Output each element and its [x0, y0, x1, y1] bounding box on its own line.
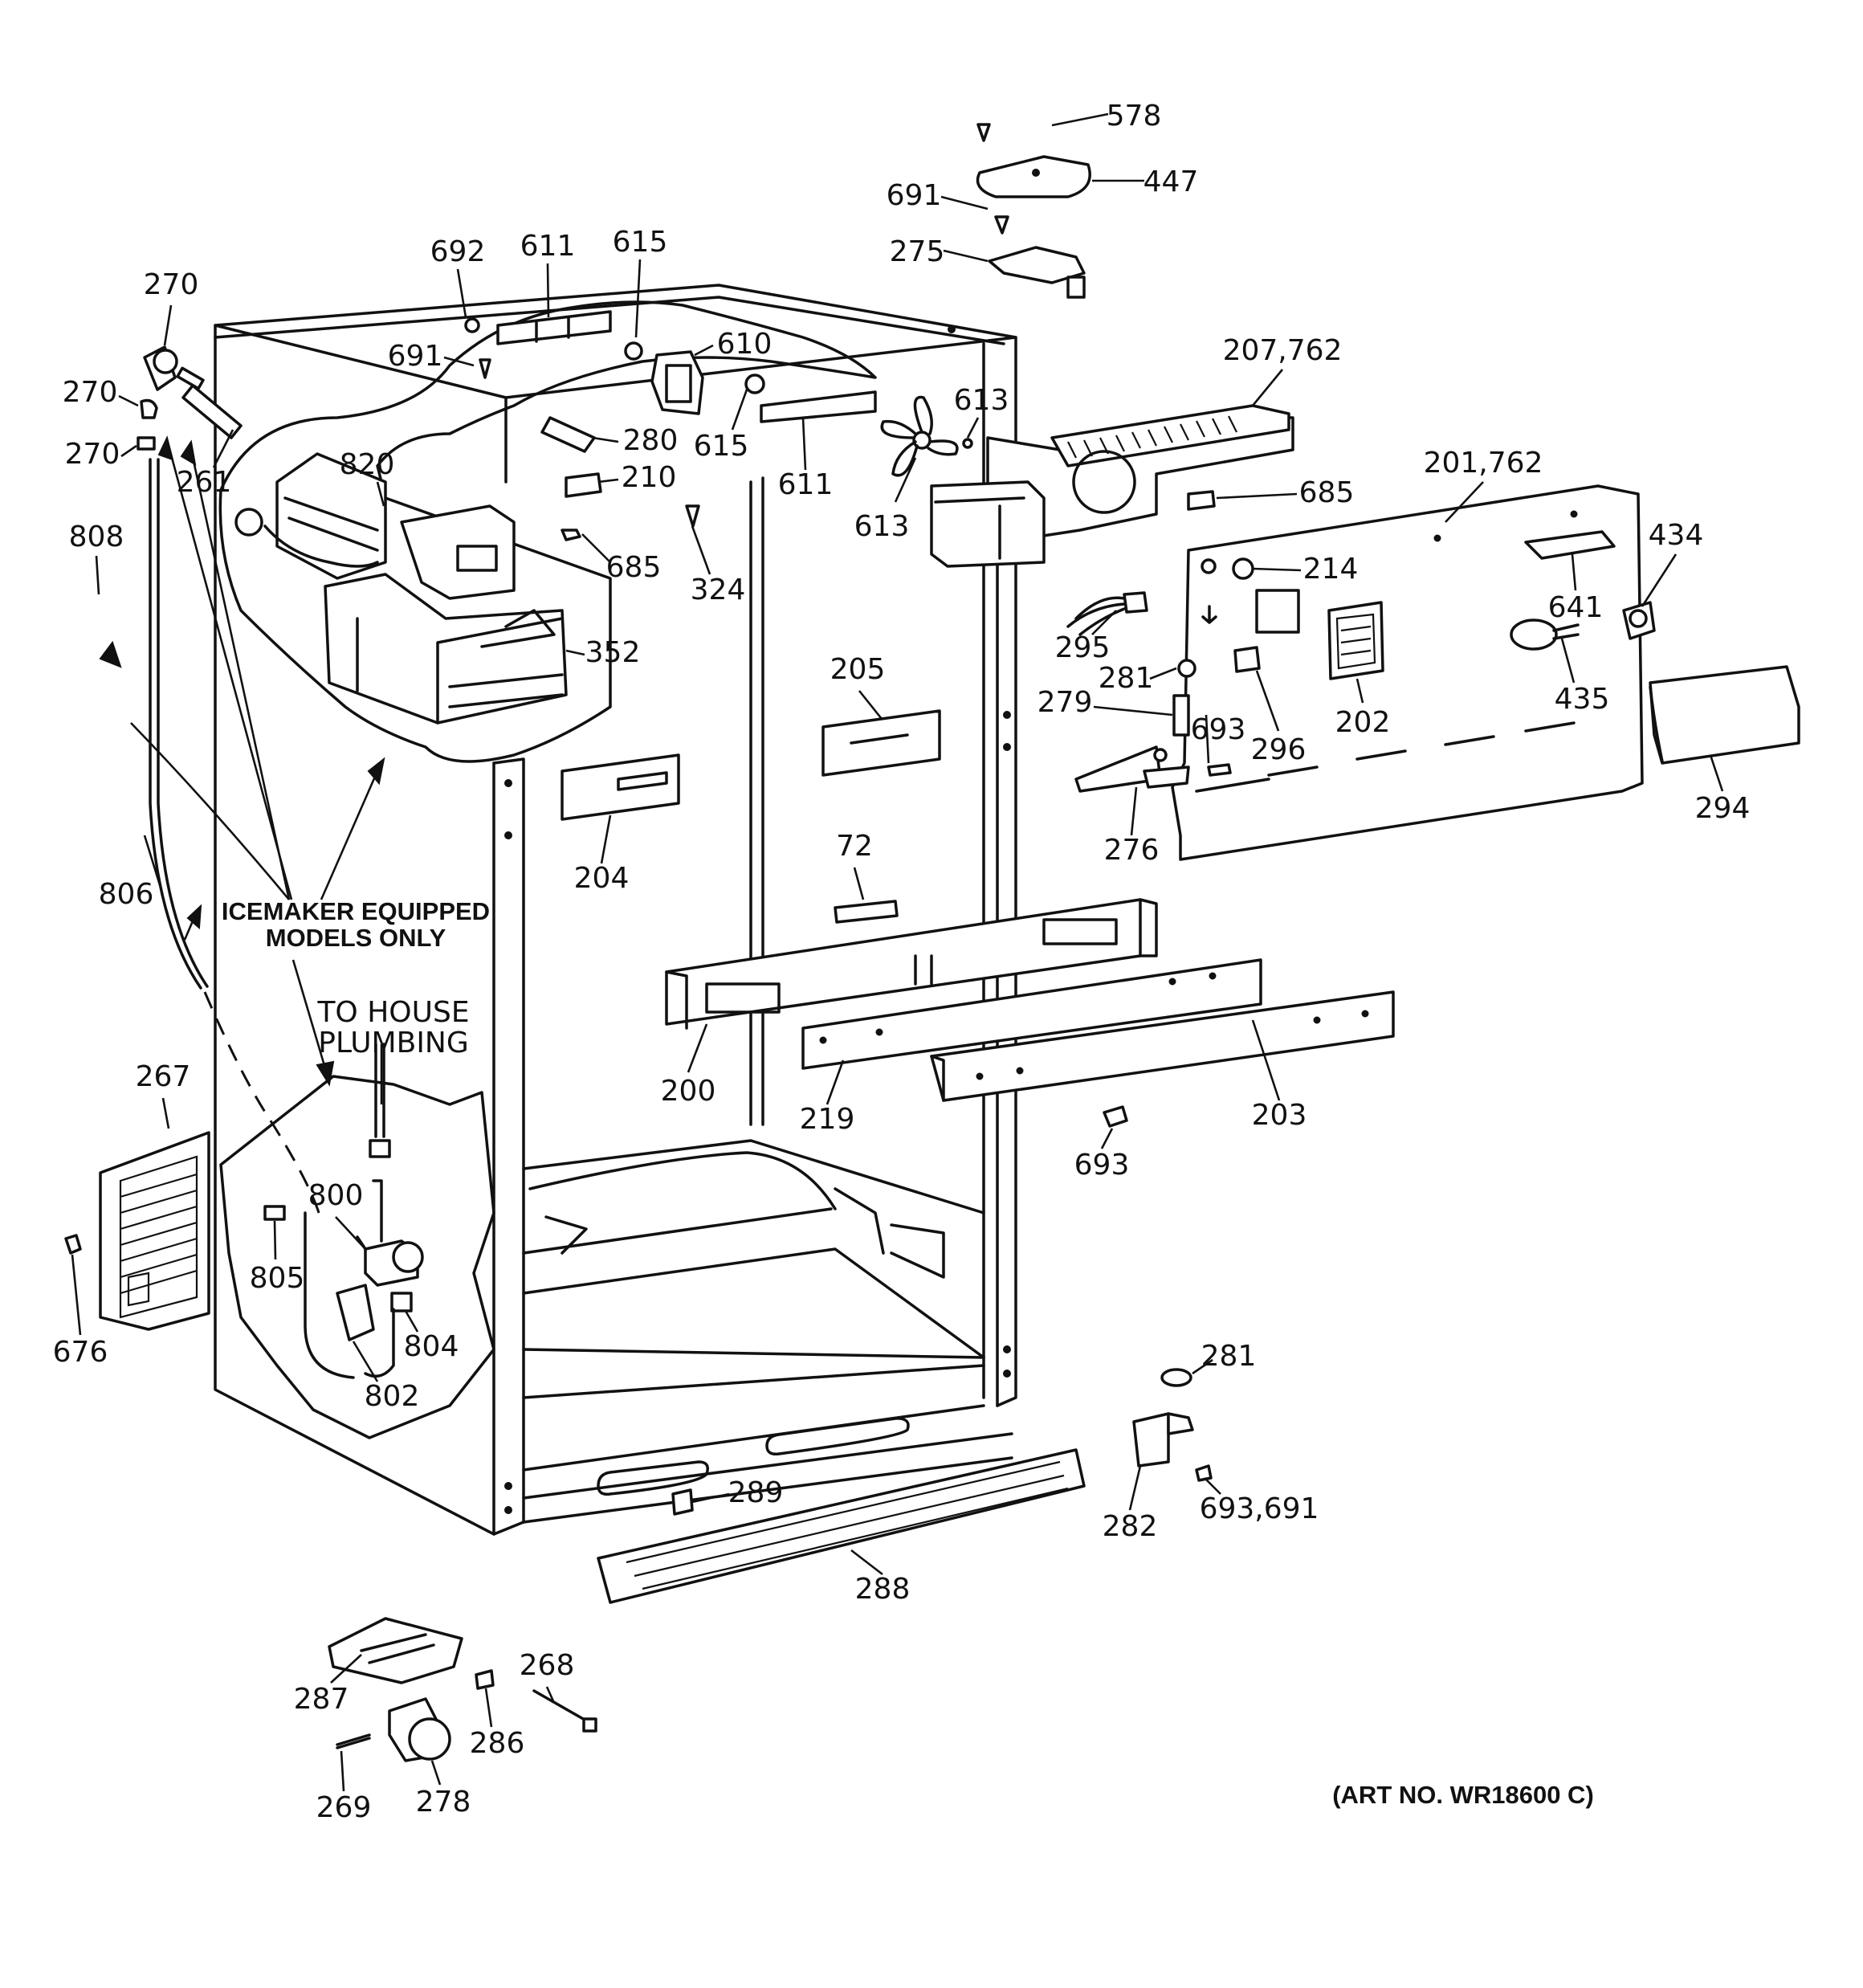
- part-callout-c286: 286: [470, 1727, 525, 1760]
- part-callout-c289: 289: [728, 1476, 784, 1509]
- wiring-295: [1066, 591, 1232, 793]
- fan-housing-207: [930, 404, 1294, 568]
- part-callout-c800: 800: [308, 1179, 364, 1212]
- part-callout-c219: 219: [800, 1103, 855, 1136]
- part-callout-c685b: 685: [606, 551, 662, 584]
- part-callout-c270b: 270: [63, 376, 118, 409]
- part-callout-c275: 275: [890, 235, 945, 268]
- control-panel-201: [1171, 484, 1644, 861]
- part-callout-c287: 287: [294, 1683, 349, 1716]
- part-callout-c692: 692: [430, 235, 486, 268]
- part-callout-c820: 820: [340, 448, 395, 481]
- icemaker-assembly: [234, 452, 568, 725]
- part-callout-c685a: 685: [1299, 476, 1355, 509]
- light-assembly: [1510, 530, 1800, 765]
- part-callout-c278: 278: [416, 1786, 471, 1819]
- top-brackets: [464, 310, 973, 541]
- part-callout-c691b: 691: [388, 340, 443, 373]
- part-callout-c281a: 281: [1099, 662, 1154, 695]
- water-tube-806: [149, 458, 202, 990]
- part-callout-c613b: 613: [854, 510, 910, 543]
- part-callout-c324: 324: [691, 574, 746, 606]
- icemaker-note-line2: MODELS ONLY: [266, 924, 446, 952]
- part-callout-c200: 200: [661, 1075, 716, 1108]
- top-hinge: [976, 123, 1091, 299]
- plumbing-note-line1: TO HOUSE: [316, 996, 469, 1029]
- part-callout-c806: 806: [99, 878, 154, 911]
- part-callout-c202: 202: [1335, 706, 1391, 739]
- part-callout-c270c: 270: [65, 438, 120, 471]
- part-callout-c611a: 611: [520, 230, 576, 263]
- part-callout-c261: 261: [177, 466, 232, 499]
- part-callout-c615b: 615: [694, 430, 749, 463]
- part-callout-c578: 578: [1107, 100, 1162, 133]
- part-callout-c204: 204: [574, 862, 630, 895]
- part-callout-c611b: 611: [778, 468, 834, 501]
- part-callout-c203: 203: [1252, 1099, 1307, 1132]
- part-callout-c205: 205: [830, 653, 886, 686]
- part-callout-c295: 295: [1055, 631, 1111, 664]
- rails: [665, 898, 1395, 1128]
- part-callout-c201: 201,762: [1424, 447, 1543, 480]
- part-callout-c280: 280: [623, 424, 679, 457]
- inlet-fitting-270: [137, 345, 243, 451]
- part-callout-c434: 434: [1649, 519, 1704, 552]
- part-callout-c693b: 693: [1074, 1149, 1130, 1182]
- roller-parts: [328, 1617, 597, 1762]
- part-callout-c691a: 691: [887, 179, 942, 212]
- part-callout-c281b: 281: [1201, 1340, 1257, 1373]
- rear-grille-267: [64, 1131, 210, 1331]
- icemaker-arrows: [99, 435, 385, 1087]
- part-callout-c610: 610: [717, 328, 773, 361]
- part-callout-c276: 276: [1104, 834, 1160, 867]
- part-callout-c294: 294: [1695, 792, 1751, 825]
- part-callout-c279: 279: [1037, 686, 1093, 719]
- part-callout-c447: 447: [1143, 165, 1199, 198]
- water-valve-800: [263, 1043, 424, 1379]
- part-callout-c641: 641: [1548, 591, 1604, 624]
- part-callout-c693a: 693: [1191, 713, 1246, 746]
- part-callout-c210: 210: [622, 461, 677, 494]
- part-callout-c615a: 615: [613, 226, 668, 259]
- part-callout-c676: 676: [53, 1336, 108, 1369]
- part-callout-c269: 269: [316, 1791, 372, 1824]
- icemaker-note-line1: ICEMAKER EQUIPPED: [222, 897, 490, 925]
- lower-hinge: [1132, 1368, 1213, 1482]
- part-callout-c207: 207,762: [1223, 334, 1343, 367]
- part-callout-c804: 804: [404, 1330, 459, 1363]
- part-callout-c72: 72: [836, 830, 873, 863]
- part-callout-c808: 808: [69, 520, 124, 553]
- brackets-204-205: [561, 709, 941, 821]
- plumbing-note-line2: PLUMBING: [318, 1027, 469, 1059]
- part-callout-c435: 435: [1555, 683, 1610, 716]
- part-callout-c214: 214: [1303, 553, 1359, 586]
- part-callout-c296: 296: [1251, 733, 1307, 766]
- part-callout-c613a: 613: [954, 384, 1009, 417]
- callout-labels: 578 447 691 275 692 611 615 270 610 691 207,762 270…: [53, 100, 1751, 1824]
- part-callout-c270a: 270: [144, 268, 199, 301]
- part-callout-c805: 805: [250, 1262, 305, 1295]
- part-callout-c802: 802: [365, 1380, 420, 1413]
- base-grille-288: [597, 1448, 1086, 1604]
- part-callout-c267: 267: [136, 1060, 191, 1093]
- part-callout-c352: 352: [585, 636, 641, 669]
- leader-lines: [71, 112, 1724, 1792]
- part-callout-c268: 268: [520, 1649, 575, 1682]
- plumbing-inset-outline: [219, 1075, 495, 1439]
- part-callout-c693c: 693,691: [1200, 1492, 1319, 1525]
- art-number: (ART NO. WR18600 C): [1332, 1781, 1594, 1809]
- part-callout-c288: 288: [855, 1573, 911, 1606]
- part-callout-c282: 282: [1103, 1510, 1158, 1543]
